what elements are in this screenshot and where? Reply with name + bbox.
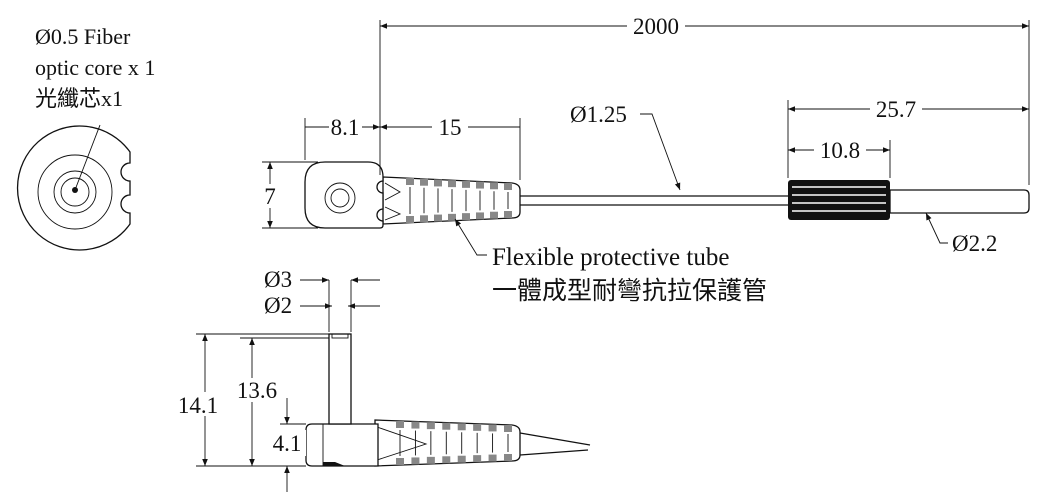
dim-total-height: 14.1 bbox=[178, 393, 218, 418]
dim-outer-diameter: Ø3 bbox=[264, 267, 292, 292]
dim-pin-height: 13.6 bbox=[237, 378, 277, 403]
core-label-line3: 光纖芯x1 bbox=[35, 86, 123, 111]
dim-body-height: 4.1 bbox=[273, 431, 302, 456]
dim-tip-length: 25.7 bbox=[876, 97, 916, 122]
dim-total-length: 2000 bbox=[633, 14, 679, 39]
dim-head-width: 8.1 bbox=[331, 115, 360, 140]
tube-label-en: Flexible protective tube bbox=[492, 244, 729, 271]
side-view bbox=[304, 161, 1030, 229]
core-label-line2: optic core x 1 bbox=[35, 55, 155, 80]
core-label-line1: Ø0.5 Fiber bbox=[35, 24, 131, 49]
dim-inner-diameter: Ø2 bbox=[264, 293, 292, 318]
tube-label-zh: 一體成型耐彎抗拉保護管 bbox=[492, 277, 767, 305]
dim-head-height: 7 bbox=[264, 184, 276, 209]
dim-boot-length: 15 bbox=[439, 115, 462, 140]
dim-cable-diameter: Ø1.25 bbox=[570, 102, 627, 127]
front-view bbox=[16, 124, 131, 251]
top-view bbox=[305, 333, 591, 467]
dim-sleeve-length: 10.8 bbox=[820, 138, 860, 163]
dim-tip-diameter: Ø2.2 bbox=[952, 231, 997, 256]
